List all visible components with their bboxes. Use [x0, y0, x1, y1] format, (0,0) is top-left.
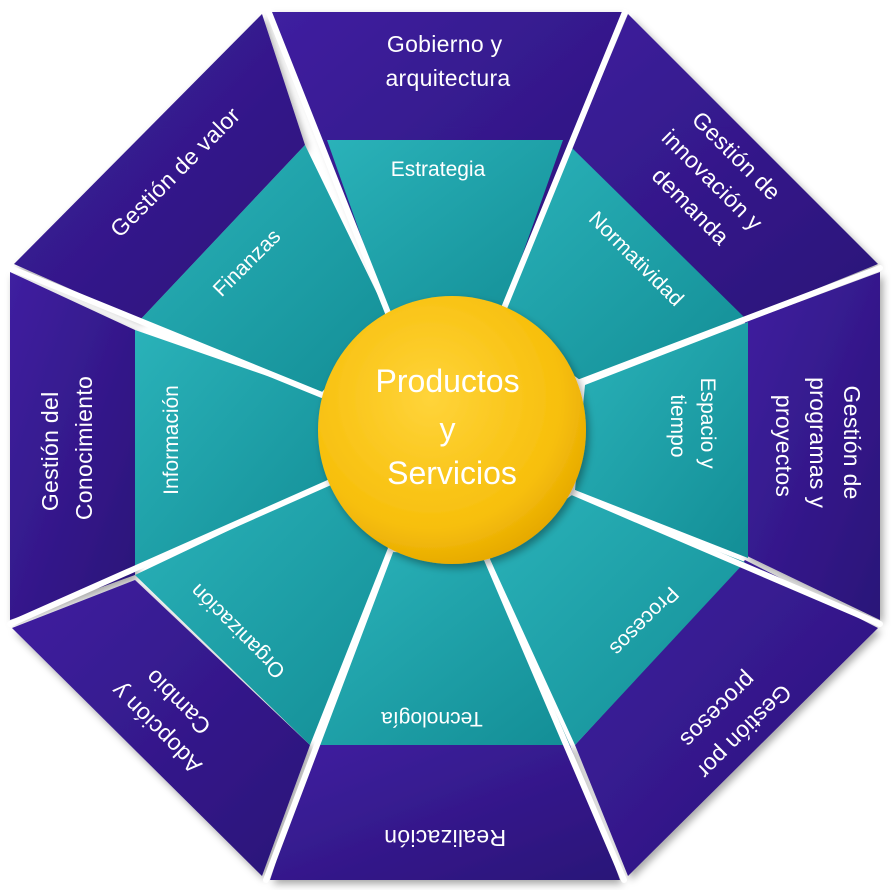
outer-label-top: Gobierno y arquitectura: [385, 31, 510, 91]
inner-segment-top-left: [140, 145, 390, 392]
inner-segment-left: [135, 330, 335, 572]
divider-line: [7, 265, 325, 398]
outer-segment-top-left: [14, 14, 305, 320]
divider-line: [577, 265, 883, 385]
center-circle: [318, 296, 586, 564]
outer-segment-bottom: [270, 745, 620, 880]
divider-line: [569, 489, 883, 627]
outer-segment-left: [10, 272, 135, 620]
divider-line: [265, 7, 393, 321]
inner-segment-bottom: [318, 552, 570, 745]
inner-label-bottom: Tecnología: [381, 707, 483, 730]
outer-label-bottom: Realización: [384, 825, 506, 851]
inner-segment-top: [327, 140, 563, 318]
inner-label-right: Espacio y tiempo: [666, 378, 719, 475]
outer-segment-bottom-left: [12, 580, 310, 876]
outer-segment-right: [745, 272, 880, 620]
outer-label-right: Gestión de programas y proyectos: [771, 377, 865, 515]
inner-segment-bottom-right: [488, 495, 745, 745]
divider-line: [497, 9, 628, 321]
inner-segment-bottom-left: [135, 480, 388, 745]
divider-line: [7, 477, 338, 627]
divider-line: [263, 549, 393, 883]
outer-label-left: Gestión del Conocimiento: [37, 376, 97, 520]
center-title: Productos y Servicios: [376, 363, 529, 491]
inner-label-left: Información: [160, 385, 183, 495]
inner-label-top: Estrategia: [391, 158, 486, 181]
inner-segment-top-right: [498, 146, 745, 380]
inner-segment-right: [575, 322, 748, 558]
outer-segment-bottom-right: [575, 560, 878, 876]
divider-line: [482, 552, 627, 883]
